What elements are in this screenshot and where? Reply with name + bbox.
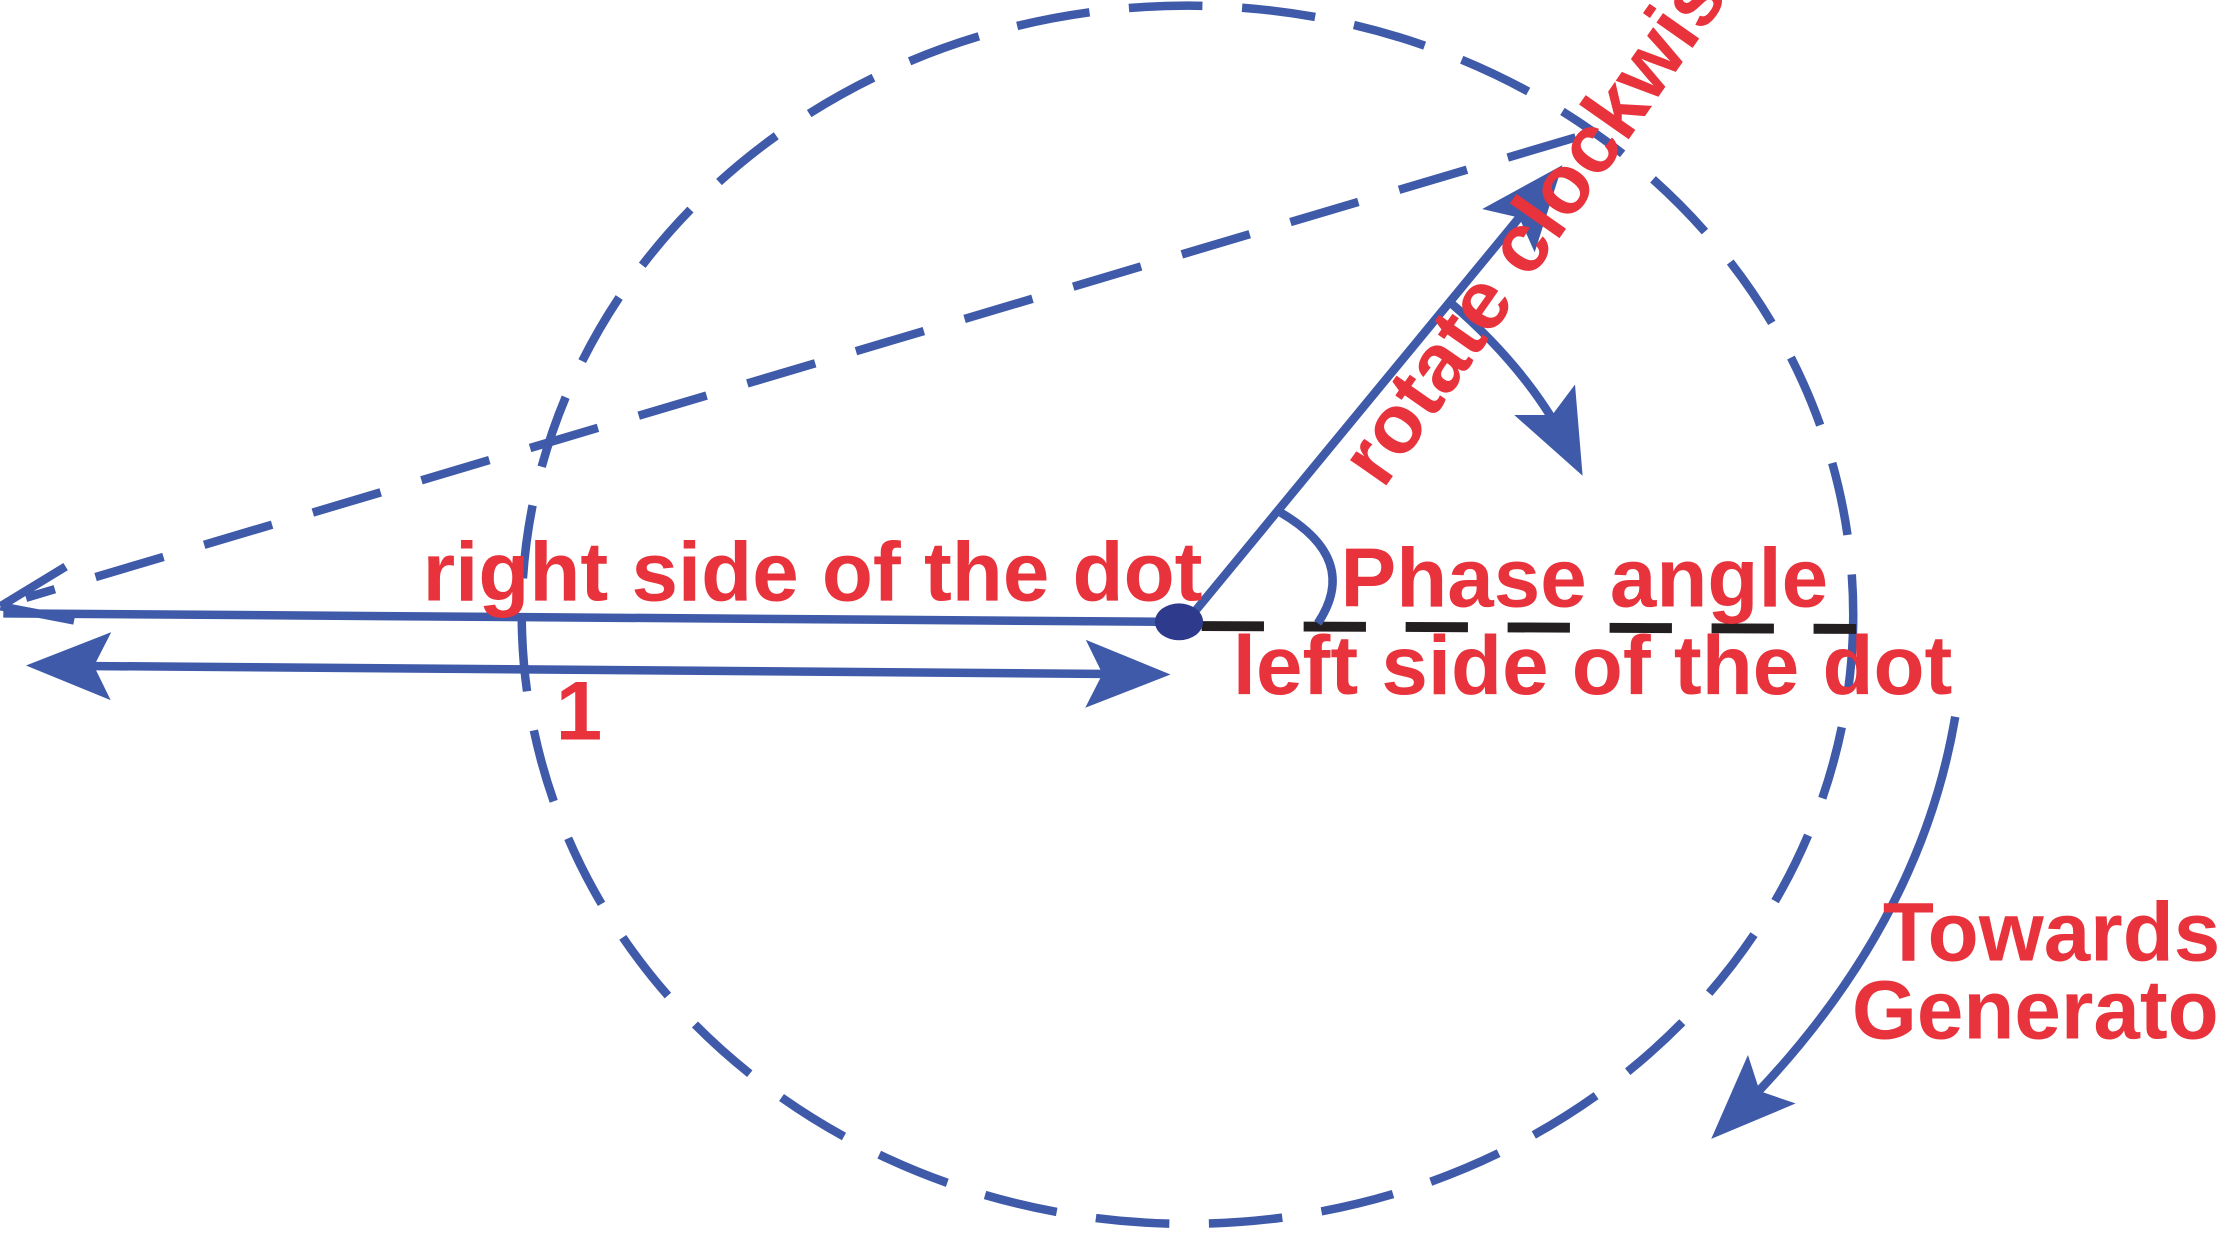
- towards-generator-arc: [1711, 716, 1960, 1139]
- rotated-vector: [1184, 165, 1563, 624]
- center-dot: [1154, 603, 1204, 641]
- towards-label: Towards: [1883, 884, 2220, 978]
- generator-label: Generator: [1852, 962, 2222, 1056]
- dashed-circle: [517, 1, 1858, 1229]
- phase-angle-arc: [1278, 509, 1337, 626]
- rotate-clockwise-label: rotate clockwise: [1321, 0, 1771, 500]
- reference-dashed-line: [1201, 621, 1857, 634]
- right-side-line: [3, 609, 1171, 627]
- left-side-label: left side of the dot: [1233, 618, 1953, 712]
- phase-angle-label: Phase angle: [1340, 530, 1828, 624]
- rotate-clockwise-arc: [1448, 299, 1583, 476]
- unit-length-label: 1: [556, 663, 602, 757]
- dashed-reflected-vector: [24, 133, 1577, 602]
- right-side-label: right side of the dot: [423, 525, 1203, 619]
- unit-length-double-arrow: [25, 632, 1171, 708]
